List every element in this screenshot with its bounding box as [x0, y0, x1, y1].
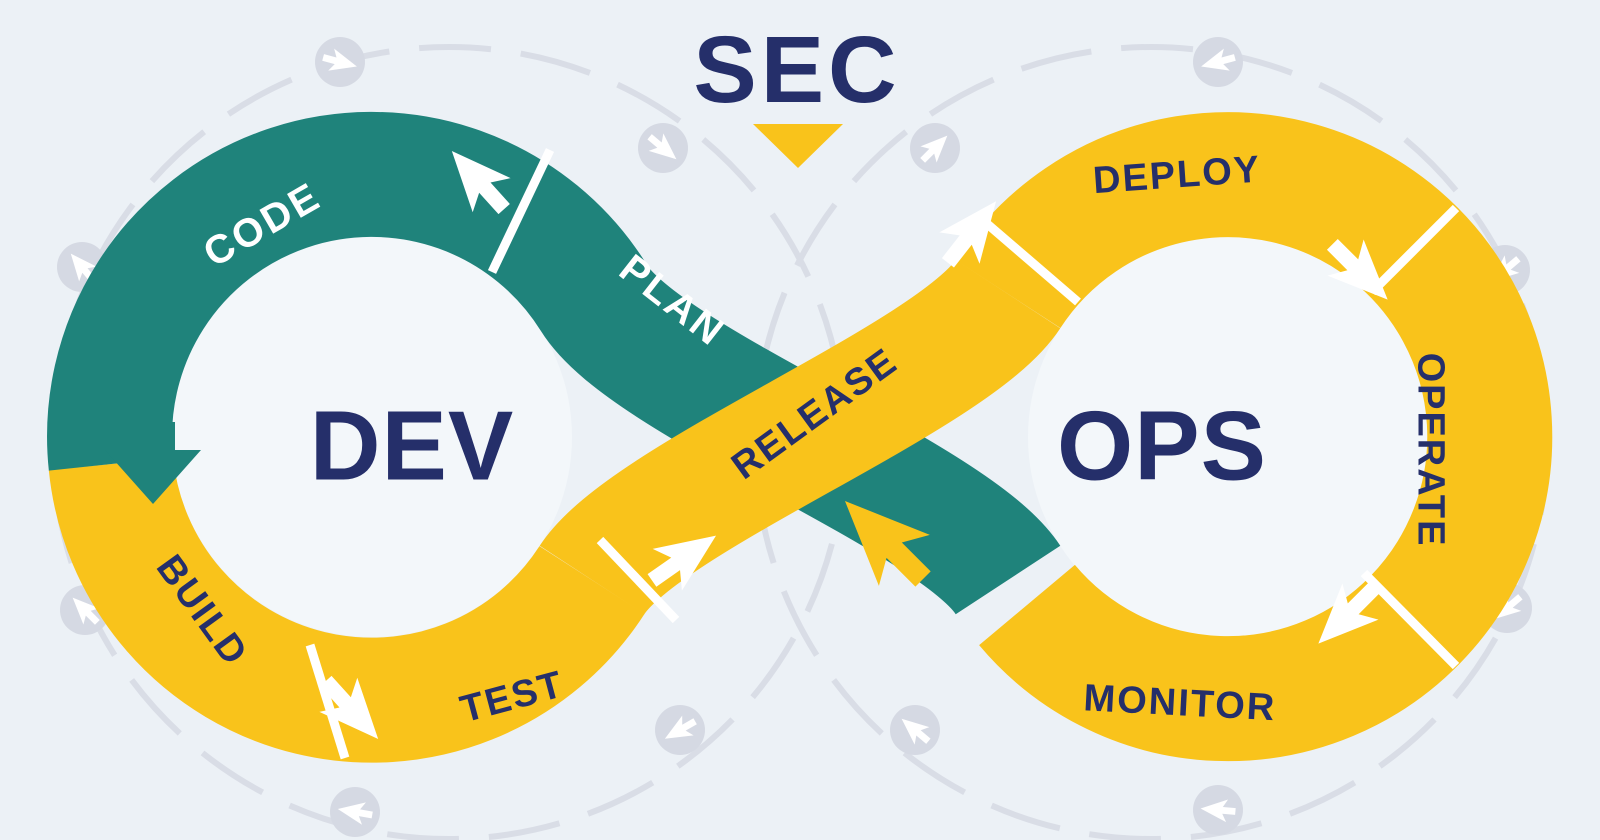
divider-test-release — [596, 536, 680, 624]
dev-title: DEV — [310, 390, 515, 500]
infinity-ribbon — [47, 111, 1553, 763]
checkpoint-badge — [638, 123, 688, 173]
checkpoint-badge — [330, 787, 380, 837]
checkpoint-badge — [1193, 37, 1243, 87]
sec-pointer-triangle-icon — [753, 124, 843, 168]
release-band — [539, 256, 1061, 618]
divider-release-deploy — [982, 218, 1081, 306]
checkpoint-badge — [315, 37, 365, 87]
dev-loop-yellow-arc — [48, 456, 645, 763]
sec-title: SEC — [693, 17, 900, 123]
checkpoint-badge — [890, 705, 940, 755]
divider-deploy-operate — [1368, 204, 1460, 296]
checkpoint-badge — [910, 123, 960, 173]
stage-label-operate: OPERATE — [1410, 353, 1452, 548]
sec-header: SEC — [693, 17, 900, 168]
divider-build-test — [305, 643, 350, 760]
divider-operate-monitor — [1360, 569, 1460, 670]
ops-loop-yellow-arc — [955, 112, 1553, 762]
divider-plan-code — [487, 148, 555, 274]
ops-hub-circle — [1028, 237, 1428, 637]
ops-title: OPS — [1057, 390, 1267, 500]
stage-label-monitor: MONITOR — [1083, 677, 1278, 729]
segment-dividers — [305, 148, 1460, 760]
checkpoint-badge — [1193, 785, 1243, 835]
dev-hub-circle — [172, 237, 572, 637]
checkpoint-badge — [655, 705, 705, 755]
